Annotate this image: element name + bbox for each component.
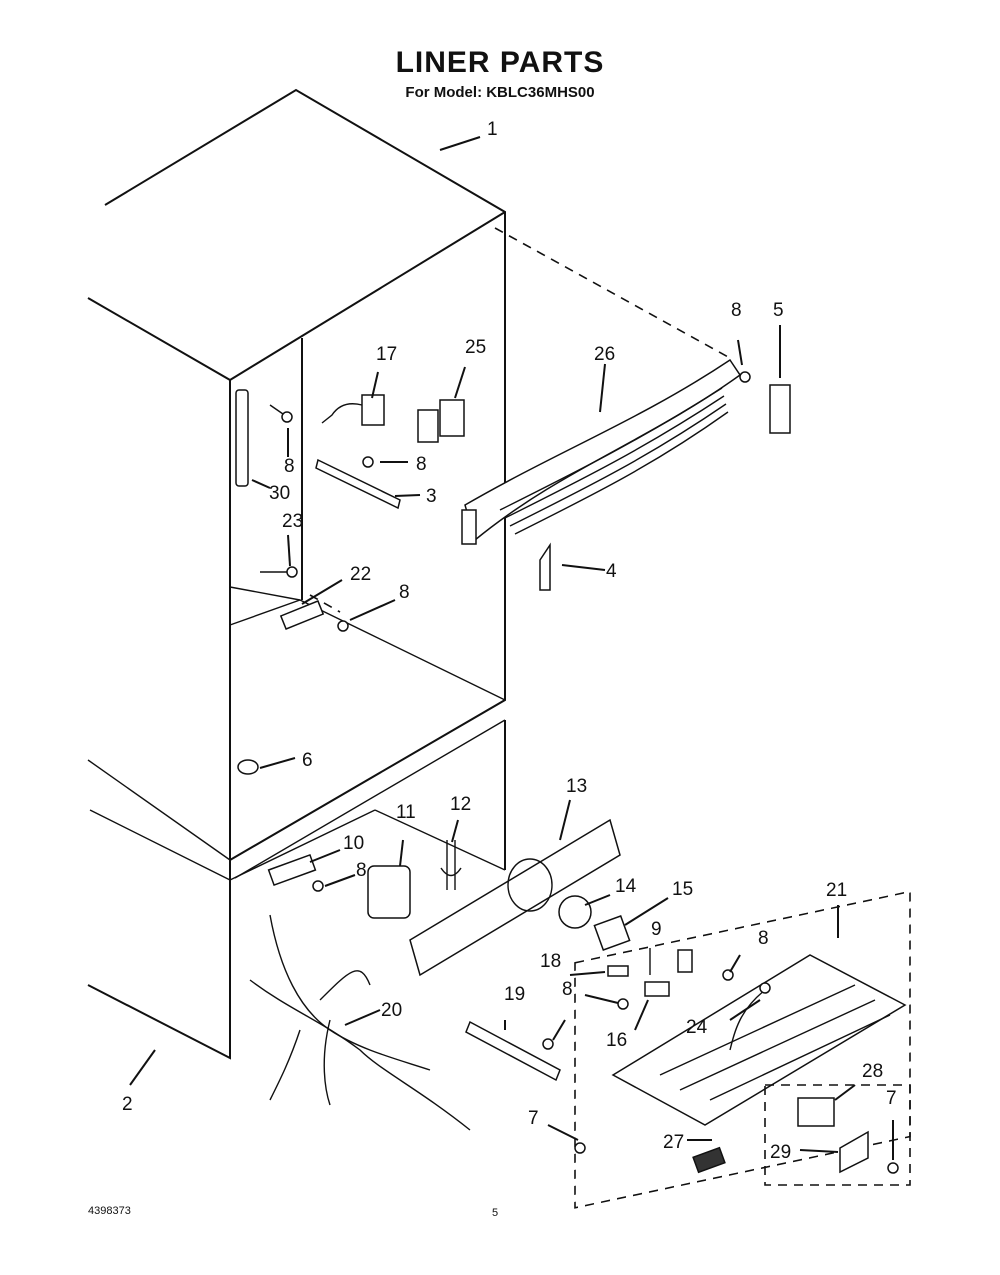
callout-27: 27 — [663, 1132, 684, 1153]
callout-13: 13 — [566, 776, 587, 797]
tube-24 — [729, 982, 771, 1051]
callout-8-center: 8 — [562, 979, 573, 1000]
air-duct-26 — [461, 358, 742, 545]
screw-8-upper-left — [269, 404, 293, 423]
cover-11 — [367, 865, 411, 919]
callout-19: 19 — [504, 984, 525, 1005]
callout-8-left: 8 — [284, 456, 295, 477]
leader-arrows — [129, 136, 894, 1160]
screw-8-right-a — [722, 969, 734, 981]
callout-30: 30 — [269, 483, 290, 504]
callout-15: 15 — [672, 879, 693, 900]
callout-29: 29 — [770, 1142, 791, 1163]
light-socket-17 — [321, 394, 385, 426]
fan-blade-14 — [558, 895, 592, 929]
page-title: LINER PARTS — [395, 46, 605, 79]
callout-6: 6 — [302, 750, 313, 771]
callout-3: 3 — [426, 486, 437, 507]
model-subtitle: For Model: KBLC36MHS00 — [405, 84, 595, 101]
callout-24: 24 — [686, 1017, 708, 1038]
screw-8-hinge-lower — [312, 880, 324, 892]
callout-7-left: 7 — [528, 1108, 539, 1129]
lower-liner-cabinet — [87, 719, 506, 1060]
drain-pan-21 — [611, 954, 907, 1126]
plug-6 — [237, 759, 259, 775]
callout-9: 9 — [651, 919, 662, 940]
relay-group-outline — [764, 1084, 911, 1186]
fan-motor-15 — [593, 915, 631, 951]
callout-8-right: 8 — [758, 928, 769, 949]
screw-8-hinge — [337, 620, 349, 632]
bracket-right-upper — [677, 949, 693, 973]
screw-8-duct — [739, 371, 751, 383]
callout-8-hinge: 8 — [399, 582, 410, 603]
hinge-10 — [267, 853, 317, 887]
wire-harness-20 — [249, 914, 471, 1131]
callout-16: 16 — [606, 1030, 627, 1051]
callout-17: 17 — [376, 344, 397, 365]
screw-8-right-b — [617, 998, 629, 1010]
clip-12 — [440, 840, 462, 890]
fan-shroud-13 — [409, 818, 621, 977]
callout-2: 2 — [122, 1094, 133, 1115]
callout-5: 5 — [773, 300, 784, 321]
light-shield-30 — [235, 389, 249, 487]
clip-4 — [539, 542, 551, 591]
drain-pan-group-outline — [574, 890, 911, 1209]
callout-21: 21 — [826, 880, 847, 901]
screw-8-bracket — [362, 456, 374, 468]
screw-7-left — [574, 1142, 586, 1154]
callout-20: 20 — [381, 1000, 402, 1021]
filler-block-5 — [769, 384, 791, 434]
callout-8-bracket: 8 — [416, 454, 427, 475]
callout-10: 10 — [343, 833, 364, 854]
thermistor-18 — [607, 965, 629, 977]
screw-8-bracket-19 — [542, 1038, 554, 1050]
heater-27 — [692, 1146, 726, 1174]
upper-liner-cabinet — [87, 88, 506, 862]
callout-labels: 1 2 3 4 5 6 7 7 8 8 8 8 8 8 8 9 10 11 12… — [122, 119, 897, 1163]
callout-23: 23 — [282, 511, 303, 532]
relay-28 — [797, 1097, 835, 1127]
screw-23 — [260, 566, 298, 578]
callout-14: 14 — [615, 876, 637, 897]
callout-1: 1 — [487, 119, 498, 140]
callout-11: 11 — [396, 802, 416, 823]
callout-8-lower-hinge: 8 — [356, 860, 367, 881]
page-number: 5 — [492, 1207, 499, 1219]
document-number: 4398373 — [88, 1205, 131, 1217]
callout-25: 25 — [465, 337, 486, 358]
callout-18: 18 — [540, 951, 561, 972]
callout-8-duct: 8 — [731, 300, 742, 321]
callout-28: 28 — [862, 1061, 883, 1082]
callout-26: 26 — [594, 344, 615, 365]
callout-12: 12 — [450, 794, 471, 815]
callout-4: 4 — [606, 561, 617, 582]
hinge-bracket-22 — [279, 600, 325, 630]
bracket-16 — [644, 981, 670, 997]
bracket-19 — [465, 1020, 561, 1082]
bracket-29 — [839, 1130, 869, 1174]
callout-22: 22 — [350, 564, 371, 585]
callout-7-right: 7 — [886, 1088, 897, 1109]
screw-7-right — [887, 1162, 899, 1174]
bracket-3 — [315, 458, 401, 510]
sensor-25 — [417, 399, 465, 443]
